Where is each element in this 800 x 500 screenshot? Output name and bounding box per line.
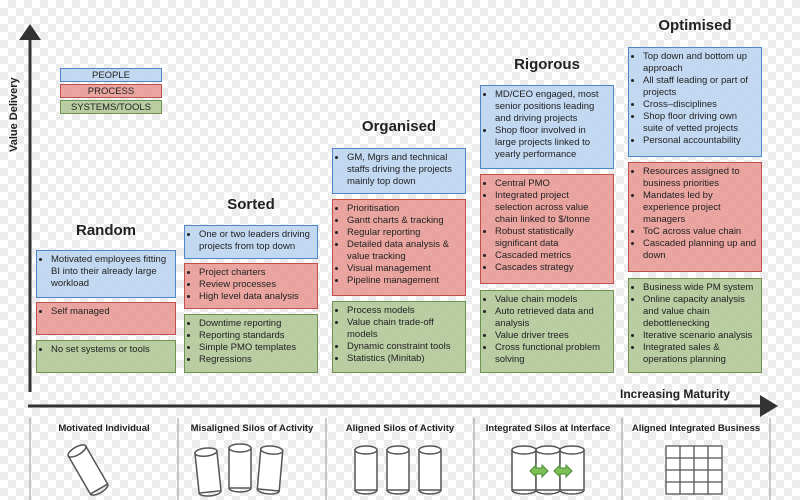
list-item: Regular reporting [347,227,461,239]
list-item: Statistics (Minitab) [347,353,461,365]
legend-process: PROCESS [60,84,162,98]
footer-label-rigorous: Integrated Silos at Interface [485,423,611,434]
stage-organised-people: GM, Mgrs and technical staffs driving th… [332,148,466,194]
footer-label-sorted: Misaligned Silos of Activity [190,423,314,434]
stage-sorted-process: Project charters Review processes High l… [184,263,318,309]
list-item: Integrated sales & operations planning [643,342,757,366]
stage-title-optimised: Optimised [658,17,732,34]
aligned-silos-icon [354,445,442,495]
integrated-grid-icon [665,445,723,495]
list-item: Value chain models [495,294,609,306]
stage-title-sorted: Sorted [227,196,275,213]
stage-optimised-process: Resources assigned to business prioritie… [628,162,762,272]
stage-random-people: Motivated employees fitting BI into thei… [36,250,176,298]
list-item: Cascades strategy [495,262,609,274]
integrated-silos-icon [511,445,585,495]
list-item: High level data analysis [199,291,313,303]
list-item: Prioritisation [347,203,461,215]
stage-rigorous-people: MD/CEO engaged, most senior positions le… [480,85,614,169]
list-item: Value chain trade-off models [347,317,461,341]
stage-rigorous-tools: Value chain models Auto retrieved data a… [480,290,614,373]
list-item: Shop floor driving own suite of vetted p… [643,111,757,135]
stage-sorted-tools: Downtime reporting Reporting standards S… [184,314,318,373]
list-item: ToC across value chain [643,226,757,238]
footer-icons [67,443,723,497]
list-item: Robust statistically significant data [495,226,609,250]
list-item: One or two leaders driving projects from… [199,229,313,253]
stage-title-organised: Organised [361,118,437,135]
list-item: Project charters [199,267,313,279]
footer-label-organised: Aligned Silos of Activity [345,423,455,434]
legend-tools: SYSTEMS/TOOLS [60,100,162,114]
list-item: Motivated employees fitting BI into thei… [51,254,171,290]
list-item: Reporting standards [199,330,313,342]
stage-title-random: Random [76,222,136,239]
list-item: Cascaded planning up and down [643,238,757,262]
list-item: Business wide PM system [643,282,757,294]
list-item: Iterative scenario analysis [643,330,757,342]
stage-organised-process: Prioritisation Gantt charts & tracking R… [332,199,466,296]
single-silo-icon [67,444,109,496]
list-item: Regressions [199,354,313,366]
list-item: Gantt charts & tracking [347,215,461,227]
misaligned-silos-icon [194,443,284,497]
list-item: Dynamic constraint tools [347,341,461,353]
list-item: Cross functional problem solving [495,342,609,366]
list-item: Value driver trees [495,330,609,342]
list-item: Mandates led by experience project manag… [643,190,757,226]
list-item: Process models [347,305,461,317]
stage-organised-tools: Process models Value chain trade-off mod… [332,301,466,373]
stage-random-tools: No set systems or tools [36,340,176,373]
stage-optimised-people: Top down and bottom up approach All staf… [628,47,762,157]
list-item: Cross–disciplines [643,99,757,111]
double-arrow-icon [553,463,573,479]
footer-label-random: Motivated Individual [58,423,150,434]
list-item: Resources assigned to business prioritie… [643,166,757,190]
x-axis-label: Increasing Maturity [620,387,731,401]
list-item: No set systems or tools [51,344,171,356]
list-item: Cascaded metrics [495,250,609,262]
y-axis-arrow [19,24,41,40]
stage-optimised-tools: Business wide PM system Online capacity … [628,278,762,373]
list-item: MD/CEO engaged, most senior positions le… [495,89,609,125]
list-item: Online capacity analysis and value chain… [643,294,757,330]
list-item: Personal accountability [643,135,757,147]
y-axis-label: Value Delivery [8,77,20,152]
list-item: Downtime reporting [199,318,313,330]
list-item: Shop floor involved in large projects li… [495,125,609,161]
list-item: Pipeline management [347,275,461,287]
double-arrow-icon [529,463,549,479]
list-item: Auto retrieved data and analysis [495,306,609,330]
list-item: Detailed data analysis & value tracking [347,239,461,263]
list-item: Review processes [199,279,313,291]
stage-random-process: Self managed [36,302,176,335]
list-item: Top down and bottom up approach [643,51,757,75]
x-axis-arrow [760,395,778,417]
stage-rigorous-process: Central PMO Integrated project selection… [480,174,614,284]
list-item: Visual management [347,263,461,275]
list-item: All staff leading or part of projects [643,75,757,99]
legend-people: PEOPLE [60,68,162,82]
stage-sorted-people: One or two leaders driving projects from… [184,225,318,259]
list-item: Self managed [51,306,171,318]
list-item: GM, Mgrs and technical staffs driving th… [347,152,461,188]
stage-title-rigorous: Rigorous [514,56,580,73]
list-item: Simple PMO templates [199,342,313,354]
list-item: Integrated project selection across valu… [495,190,609,226]
list-item: Central PMO [495,178,609,190]
footer-label-optimised: Aligned Integrated Business [631,423,761,434]
